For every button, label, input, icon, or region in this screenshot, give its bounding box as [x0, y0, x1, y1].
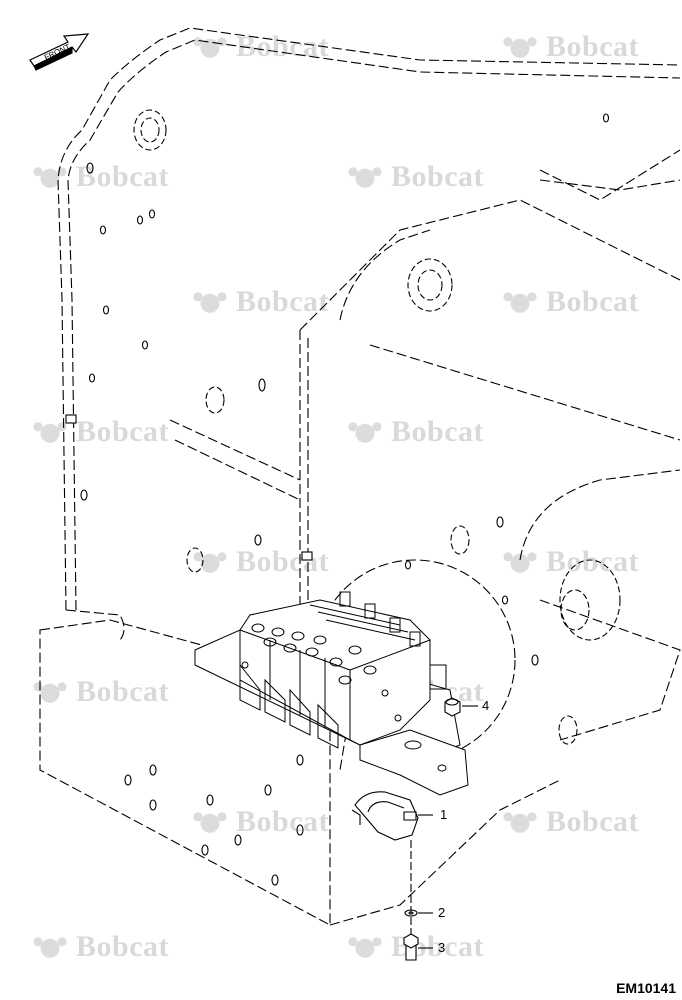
- bobcat-logo-icon: [345, 934, 385, 960]
- bobcat-logo-icon: [30, 164, 70, 190]
- watermark: Bobcat: [500, 805, 639, 839]
- watermark: Bobcat: [500, 545, 639, 579]
- callout-4: 4: [482, 698, 490, 713]
- watermark: Bobcat: [500, 30, 639, 64]
- bobcat-logo-icon: [345, 164, 385, 190]
- frame-pins: [65, 414, 313, 561]
- part-1-clamp: [351, 791, 419, 841]
- drawing-code: EM10141: [616, 980, 676, 996]
- bobcat-logo-icon: [500, 34, 540, 60]
- bobcat-logo-icon: [345, 419, 385, 445]
- callout-1: 1: [440, 807, 448, 822]
- bobcat-logo-icon: [500, 549, 540, 575]
- bobcat-logo-icon: [190, 34, 230, 60]
- leader-lines: [418, 705, 478, 949]
- watermark: Bobcat: [190, 285, 329, 319]
- valve-solenoids: [339, 591, 447, 690]
- bobcat-logo-icon: [190, 289, 230, 315]
- watermark: Bobcat: [345, 160, 484, 194]
- watermark: Bobcat: [30, 675, 169, 709]
- watermark: Bobcat: [345, 415, 484, 449]
- loader-frame-outline: [39, 27, 681, 926]
- watermark: Bobcat: [30, 160, 169, 194]
- bobcat-logo-icon: [500, 289, 540, 315]
- bobcat-logo-icon: [500, 809, 540, 835]
- callout-2: 2: [438, 905, 446, 920]
- watermark: Bobcat: [500, 285, 639, 319]
- part-3-bolt: [403, 933, 419, 961]
- bobcat-logo-icon: [190, 549, 230, 575]
- front-arrow-icon: FRONT: [29, 33, 90, 71]
- watermark: Bobcat: [190, 545, 329, 579]
- bobcat-logo-icon: [30, 679, 70, 705]
- frame-small-holes: [80, 113, 610, 886]
- part-4-nut: [444, 697, 461, 717]
- bobcat-logo-icon: [190, 809, 230, 835]
- valve-spool-ends: [239, 661, 402, 749]
- watermark: Bobcat: [190, 805, 329, 839]
- watermark: Bobcat: [190, 30, 329, 64]
- frame-holes: [133, 109, 621, 745]
- valve-ports: [251, 623, 377, 685]
- callout-3: 3: [438, 940, 446, 955]
- bobcat-logo-icon: [30, 934, 70, 960]
- watermark: Bobcat: [30, 930, 169, 964]
- control-valve-assembly: [194, 591, 469, 796]
